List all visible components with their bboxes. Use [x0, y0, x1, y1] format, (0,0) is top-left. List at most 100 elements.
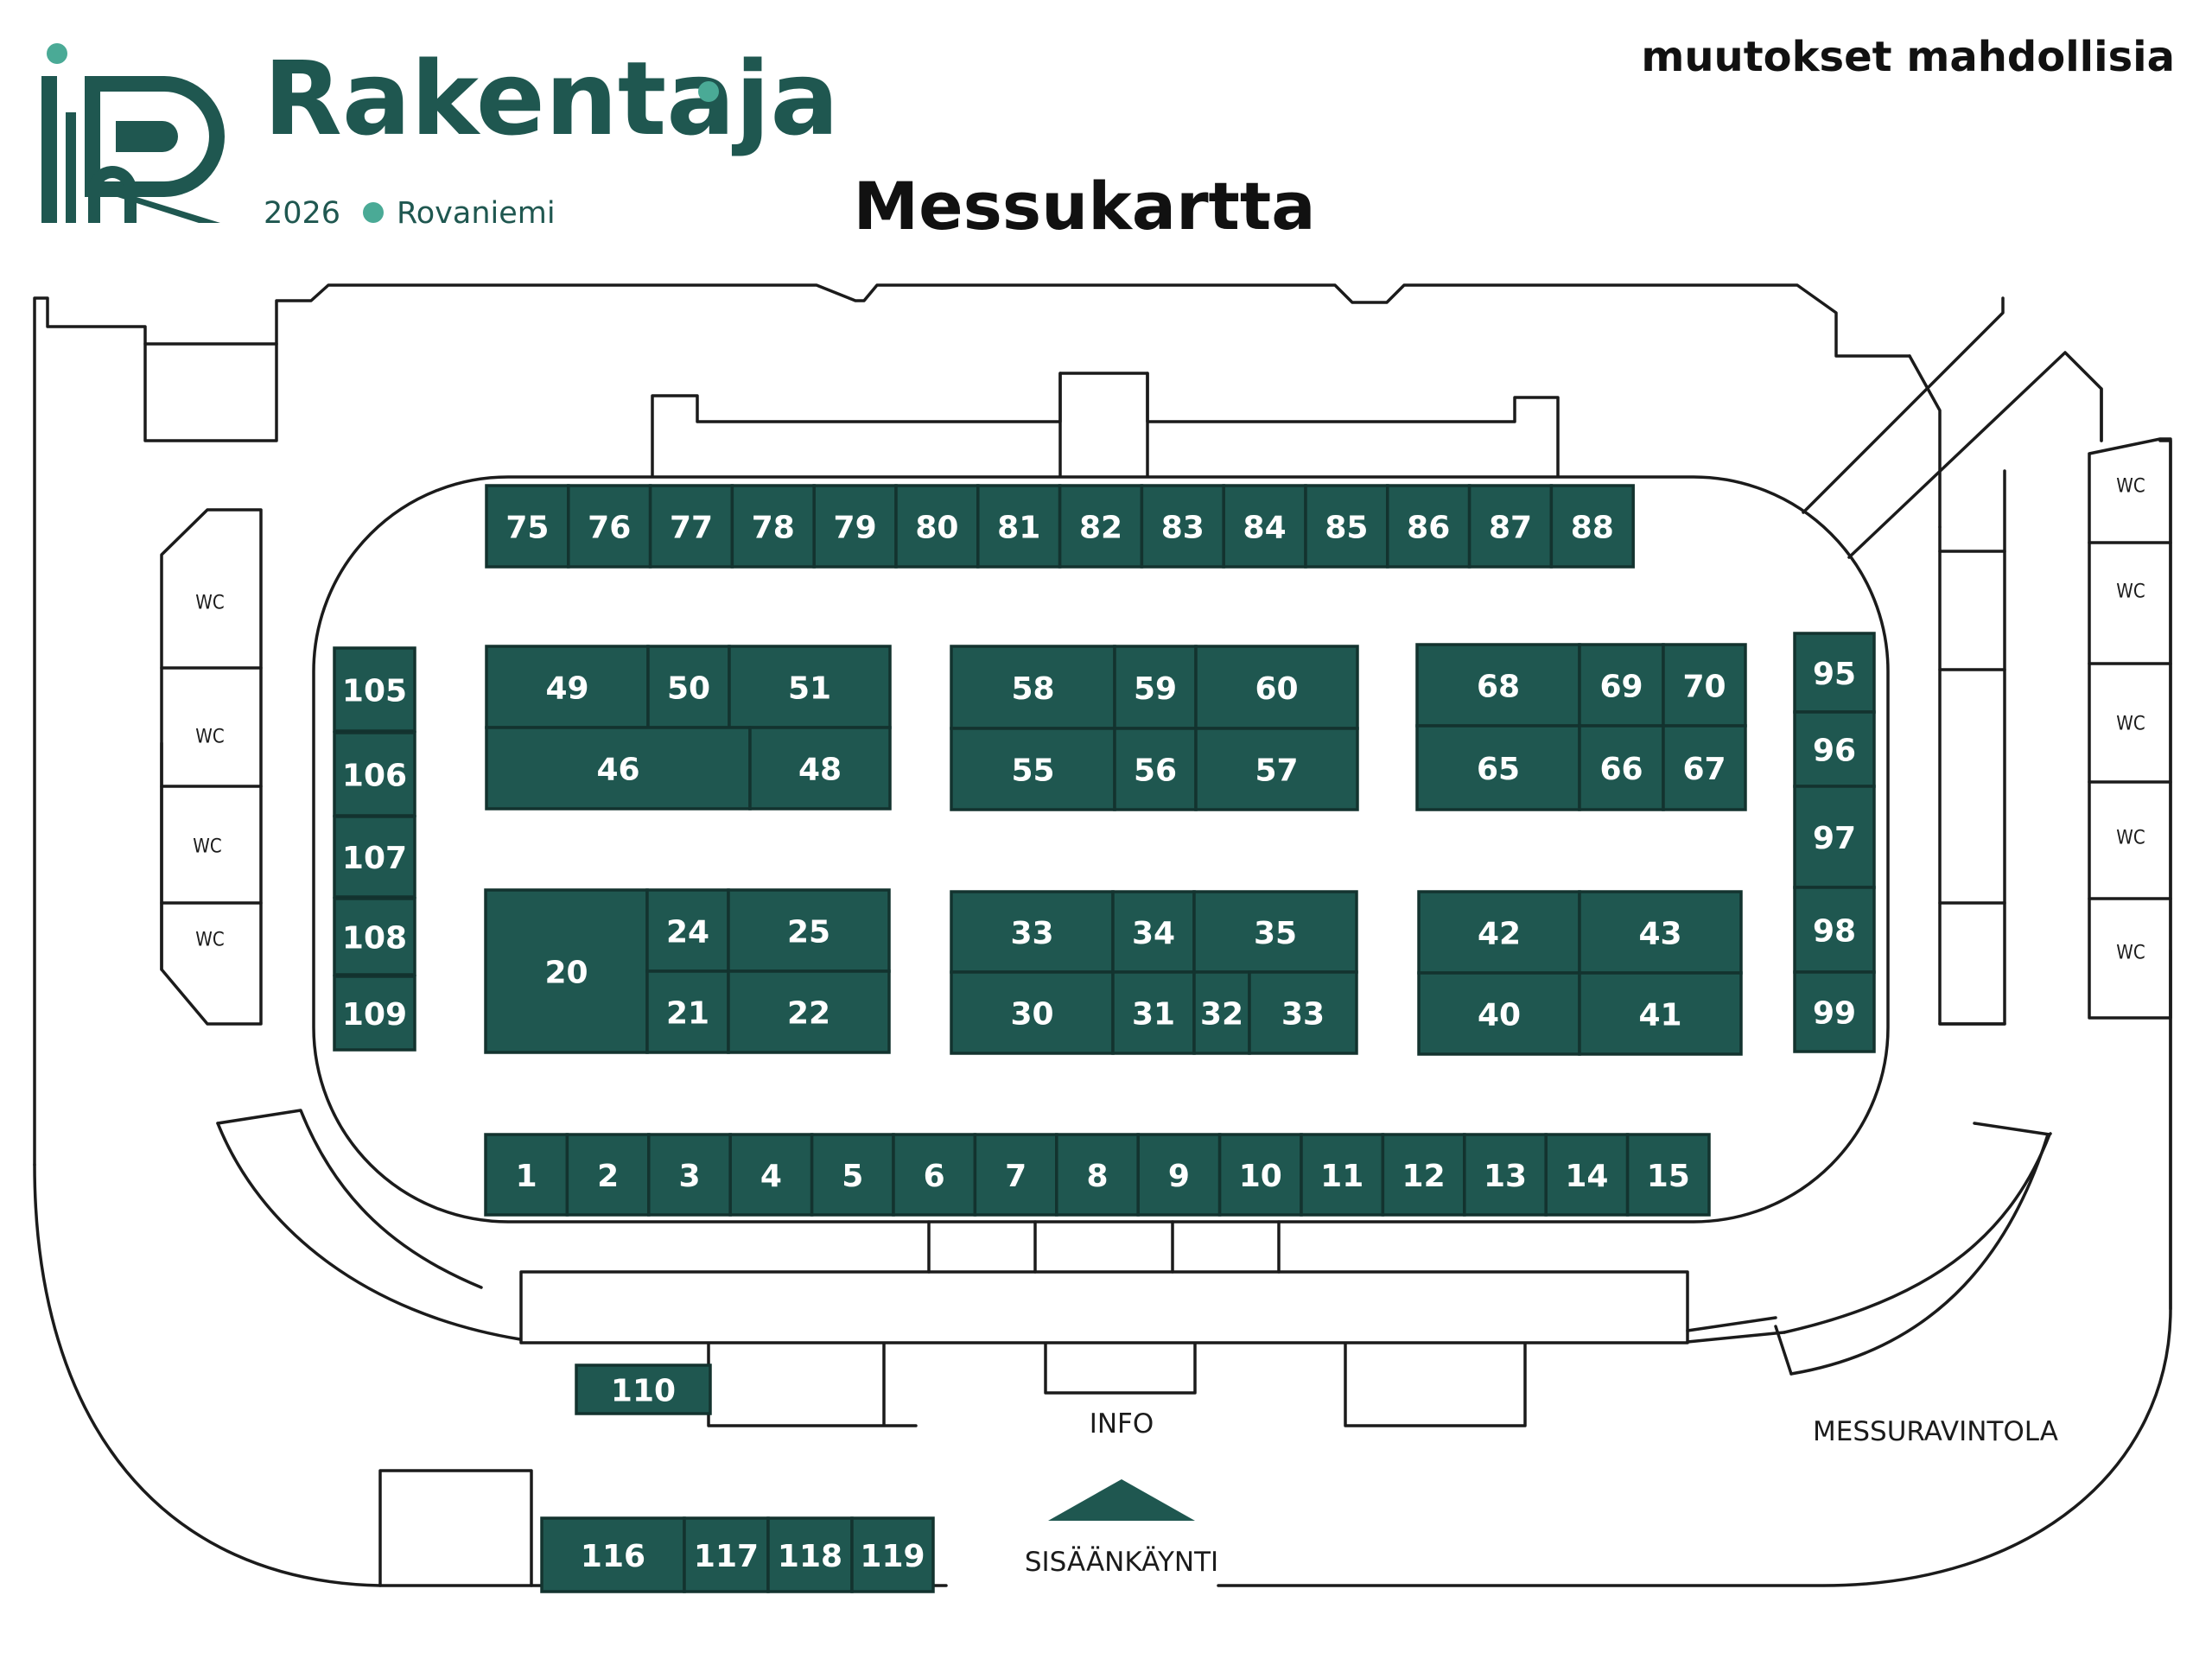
booth-1[interactable]: 1: [484, 1133, 569, 1217]
booth-49[interactable]: 49: [485, 645, 650, 729]
booth-number: 116: [581, 1539, 645, 1574]
booth-9[interactable]: 9: [1136, 1133, 1222, 1217]
booth-43[interactable]: 43: [1578, 890, 1743, 975]
booth-number: 48: [798, 753, 842, 788]
booth-65[interactable]: 65: [1415, 724, 1581, 811]
booth-66[interactable]: 66: [1578, 724, 1665, 811]
booth-58[interactable]: 58: [950, 645, 1116, 730]
booth-119[interactable]: 119: [850, 1516, 935, 1593]
booth-number: 79: [834, 511, 877, 546]
booth-number: 8: [1086, 1159, 1108, 1194]
booth-number: 32: [1200, 997, 1243, 1033]
booth-7[interactable]: 7: [973, 1133, 1058, 1217]
booth-number: 40: [1478, 998, 1521, 1033]
booth-117[interactable]: 117: [683, 1516, 770, 1593]
booth-number: 25: [787, 915, 830, 950]
booth-33[interactable]: 33: [1248, 970, 1358, 1055]
booth-3[interactable]: 3: [647, 1133, 732, 1217]
booth-33[interactable]: 33: [950, 890, 1115, 974]
booth-48[interactable]: 48: [748, 726, 892, 810]
booth-34[interactable]: 34: [1111, 890, 1196, 974]
booth-81[interactable]: 81: [976, 484, 1062, 569]
booth-number: 30: [1010, 997, 1053, 1033]
booth-4[interactable]: 4: [728, 1133, 814, 1217]
rakentaja-logo: Rakentaja 2026 Rovaniemi: [41, 39, 839, 231]
booth-67[interactable]: 67: [1662, 724, 1747, 811]
booth-68[interactable]: 68: [1415, 643, 1581, 728]
booth-13[interactable]: 13: [1463, 1133, 1548, 1217]
booth-number: 5: [842, 1159, 863, 1194]
booth-number: 2: [597, 1159, 619, 1194]
building-outline: [33, 283, 2172, 1587]
booth-5[interactable]: 5: [810, 1133, 895, 1217]
booth-56[interactable]: 56: [1113, 727, 1198, 811]
booth-50[interactable]: 50: [646, 645, 731, 729]
booth-46[interactable]: 46: [485, 726, 752, 810]
booth-110[interactable]: 110: [575, 1363, 712, 1415]
booth-number: 33: [1010, 916, 1053, 951]
booth-108[interactable]: 108: [333, 897, 416, 976]
booth-77[interactable]: 77: [648, 484, 734, 569]
booth-98[interactable]: 98: [1793, 886, 1876, 974]
booth-25[interactable]: 25: [727, 888, 891, 973]
booth-105[interactable]: 105: [333, 646, 416, 733]
booth-79[interactable]: 79: [812, 484, 898, 569]
booth-number: 98: [1813, 914, 1856, 950]
booth-76[interactable]: 76: [567, 484, 652, 569]
booth-31[interactable]: 31: [1111, 970, 1196, 1055]
booth-20[interactable]: 20: [484, 888, 649, 1054]
booth-6[interactable]: 6: [892, 1133, 977, 1217]
booth-24[interactable]: 24: [645, 888, 730, 973]
booth-70[interactable]: 70: [1662, 643, 1747, 728]
booth-84[interactable]: 84: [1222, 484, 1307, 569]
booth-80[interactable]: 80: [894, 484, 980, 569]
booth-35[interactable]: 35: [1192, 890, 1358, 974]
booth-87[interactable]: 87: [1467, 484, 1554, 569]
booth-10[interactable]: 10: [1217, 1133, 1303, 1217]
booth-number: 12: [1402, 1159, 1446, 1194]
booth-32[interactable]: 32: [1192, 970, 1251, 1055]
booth-30[interactable]: 30: [950, 970, 1115, 1055]
booth-99[interactable]: 99: [1793, 970, 1876, 1053]
booth-85[interactable]: 85: [1304, 484, 1389, 569]
booth-75[interactable]: 75: [485, 484, 570, 569]
booth-41[interactable]: 41: [1578, 971, 1743, 1056]
booth-8[interactable]: 8: [1055, 1133, 1140, 1217]
booth-83[interactable]: 83: [1140, 484, 1225, 569]
booth-106[interactable]: 106: [333, 731, 416, 817]
booth-107[interactable]: 107: [333, 815, 416, 899]
booth-40[interactable]: 40: [1417, 971, 1581, 1056]
booth-21[interactable]: 21: [645, 969, 730, 1054]
separator-dot-icon: [363, 202, 384, 223]
booth-96[interactable]: 96: [1793, 710, 1876, 788]
booth-51[interactable]: 51: [728, 645, 892, 729]
booth-number: 82: [1079, 511, 1122, 546]
booth-number: 88: [1571, 511, 1614, 546]
booth-109[interactable]: 109: [333, 975, 416, 1052]
booth-number: 50: [667, 671, 710, 707]
booth-14[interactable]: 14: [1544, 1133, 1630, 1217]
booth-60[interactable]: 60: [1194, 645, 1359, 730]
booth-95[interactable]: 95: [1793, 632, 1876, 714]
booth-97[interactable]: 97: [1793, 785, 1876, 889]
booth-86[interactable]: 86: [1386, 484, 1471, 569]
booth-59[interactable]: 59: [1113, 645, 1198, 730]
booth-2[interactable]: 2: [565, 1133, 651, 1217]
booth-15[interactable]: 15: [1625, 1133, 1711, 1217]
booth-88[interactable]: 88: [1549, 484, 1635, 569]
booth-number: 85: [1325, 511, 1368, 546]
booth-55[interactable]: 55: [950, 727, 1116, 811]
booth-12[interactable]: 12: [1381, 1133, 1466, 1217]
booth-82[interactable]: 82: [1058, 484, 1144, 569]
booth-11[interactable]: 11: [1300, 1133, 1385, 1217]
booth-42[interactable]: 42: [1417, 890, 1581, 975]
booth-69[interactable]: 69: [1578, 643, 1665, 728]
booth-57[interactable]: 57: [1194, 727, 1359, 811]
booth-22[interactable]: 22: [727, 969, 891, 1054]
wc-label-left-2: WC: [195, 727, 224, 748]
booth-118[interactable]: 118: [766, 1516, 854, 1593]
booth-number: 46: [596, 753, 639, 788]
booth-116[interactable]: 116: [540, 1516, 686, 1593]
booth-78[interactable]: 78: [730, 484, 816, 569]
booth-number: 84: [1243, 511, 1287, 546]
